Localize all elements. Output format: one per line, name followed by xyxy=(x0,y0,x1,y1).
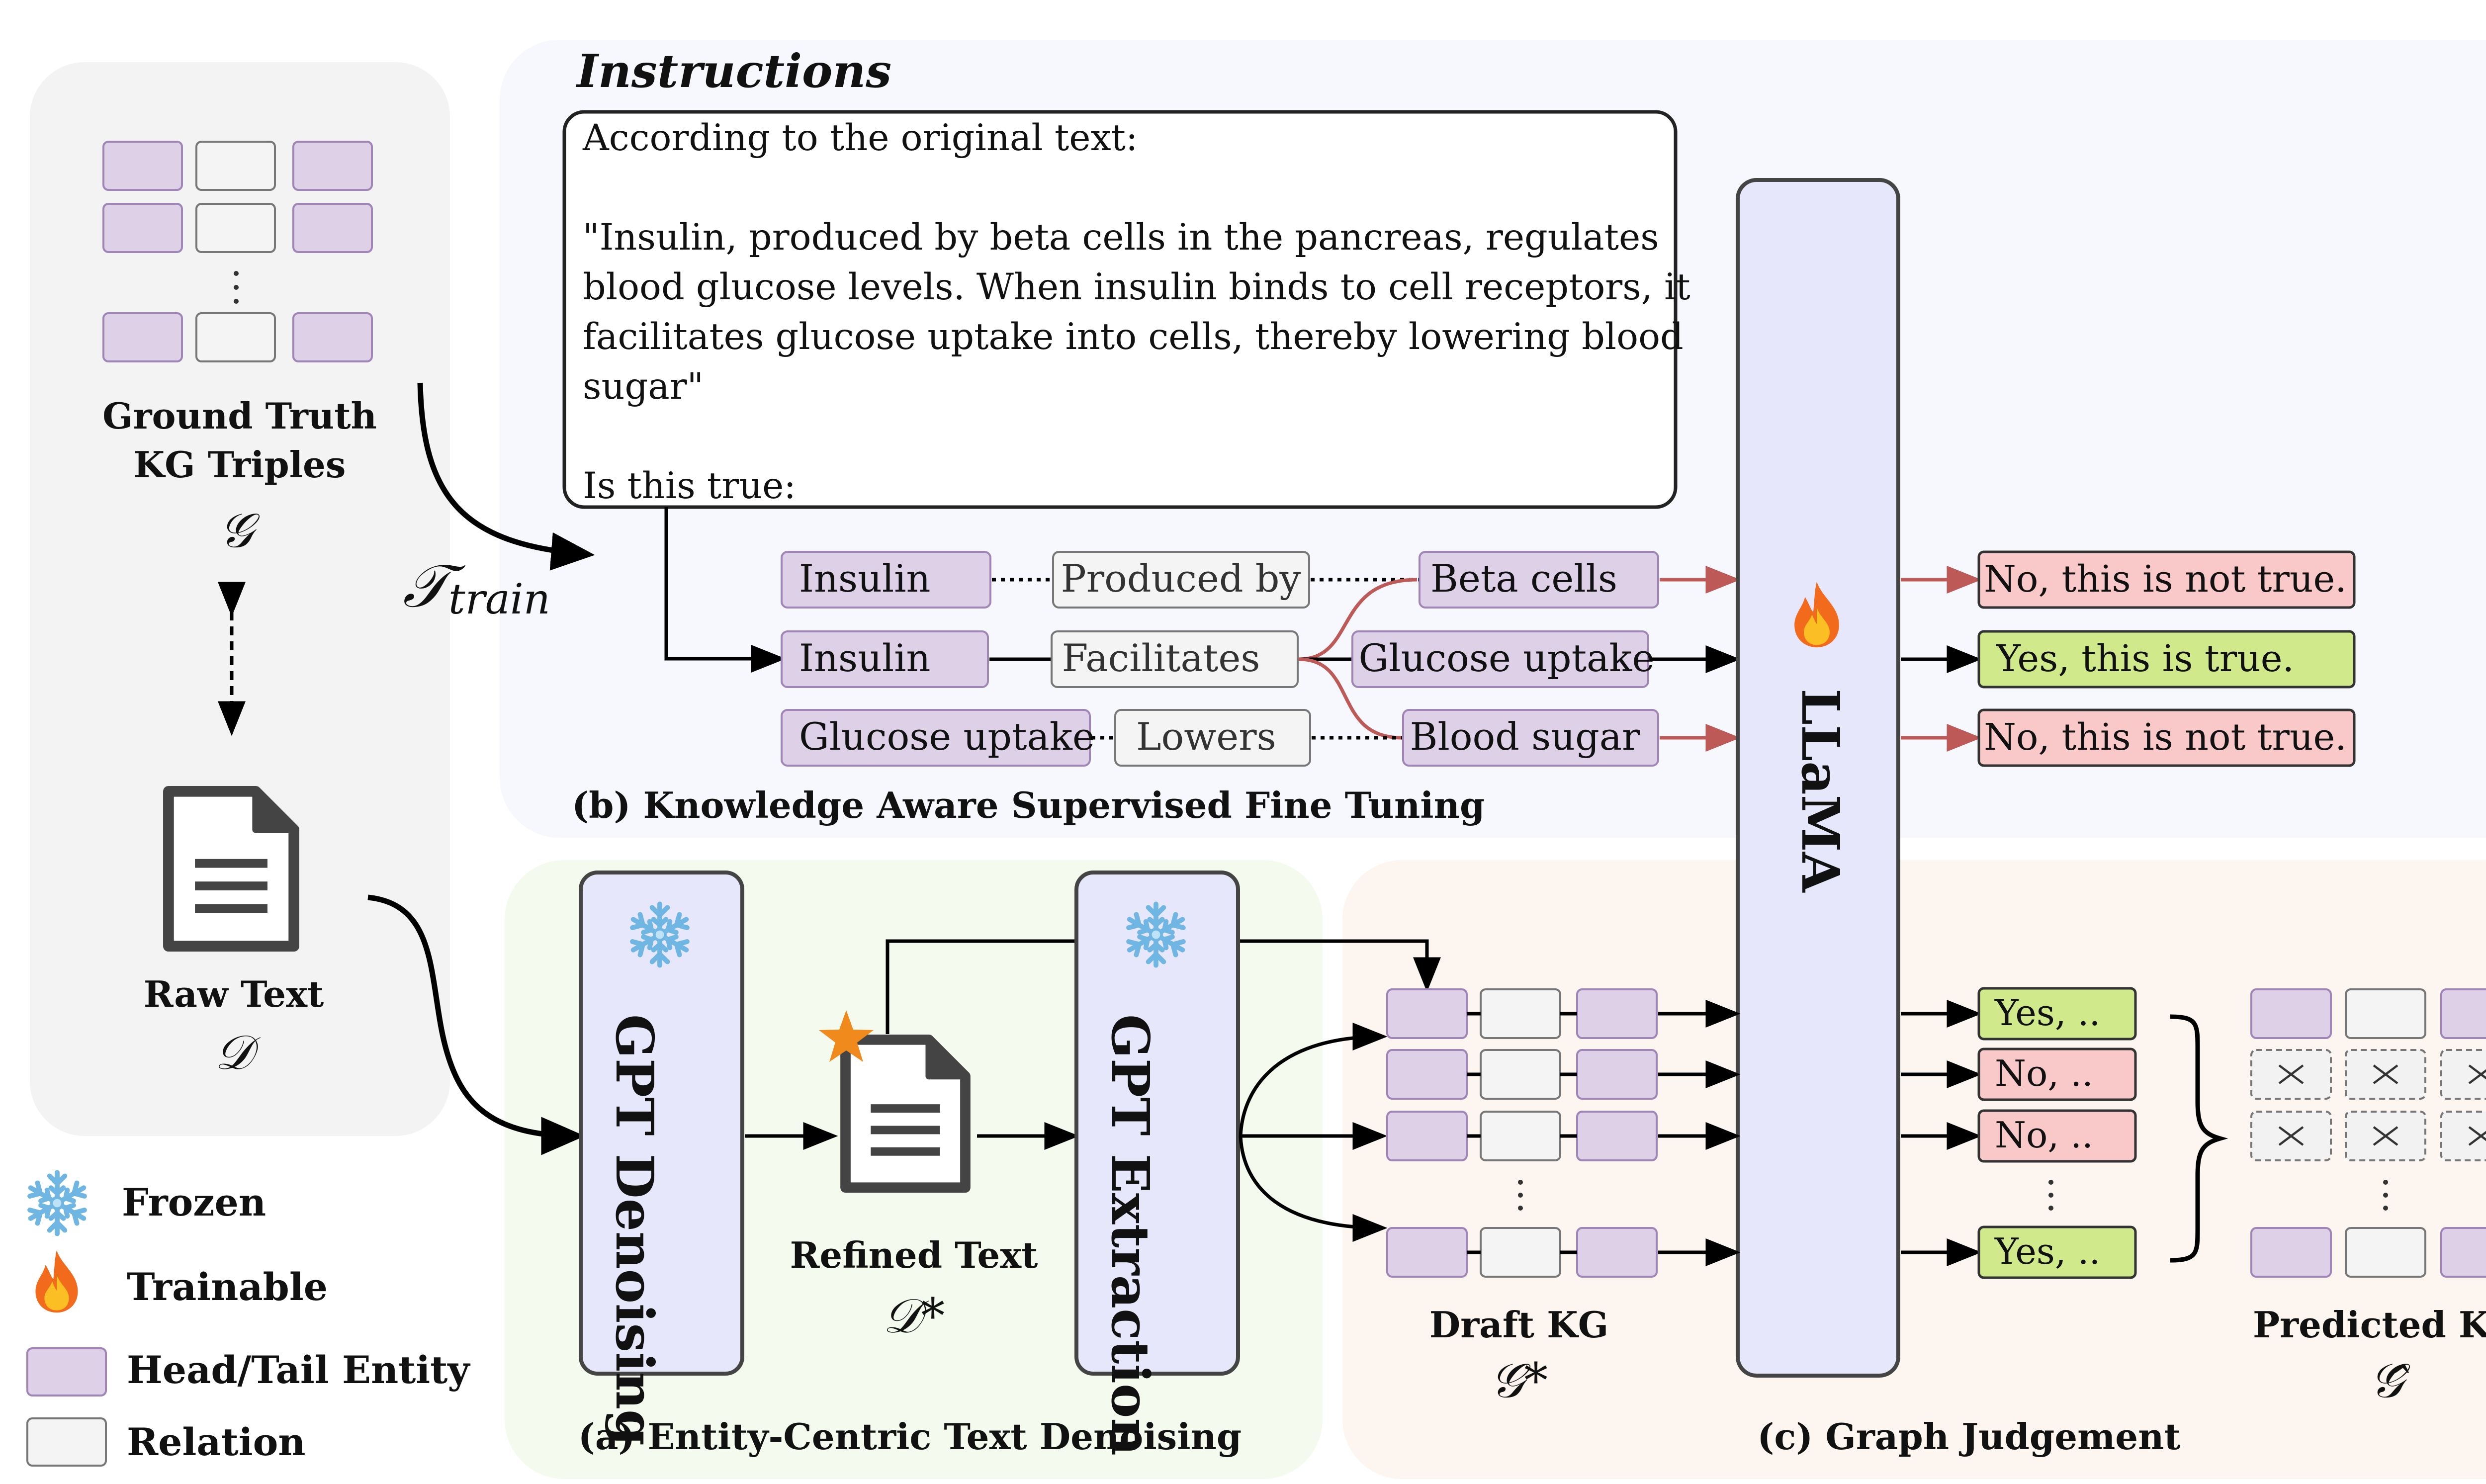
ground-truth-label-1: Ground Truth xyxy=(102,395,377,437)
svg-text:Glucose uptake: Glucose uptake xyxy=(799,714,1095,759)
refined-text-document-icon xyxy=(846,1040,966,1187)
gpt-extraction-label: GPT Extraction xyxy=(1100,1014,1161,1456)
train-arrow xyxy=(417,382,595,571)
raw-to-denoising-arrow xyxy=(367,894,585,1155)
instruction-box xyxy=(562,110,1678,509)
svg-text:Yes, ..: Yes, .. xyxy=(1994,992,2100,1034)
gpt-extraction-box xyxy=(1074,871,1240,1376)
svg-text:Facilitates: Facilitates xyxy=(1062,636,1260,680)
judgement-result-1: Yes, .. xyxy=(1977,987,2137,1041)
instructions-title: Instructions xyxy=(575,44,891,98)
svg-text:Trainable: Trainable xyxy=(127,1265,328,1309)
judgement-caption: (c) Graph Judgement xyxy=(1757,1415,2180,1458)
judgement-result-2: No, .. xyxy=(1977,1048,2137,1101)
svg-text:Beta cells: Beta cells xyxy=(1430,556,1617,601)
svg-text:No, this is not true.: No, this is not true. xyxy=(1984,716,2347,759)
entity-swatch xyxy=(26,1347,107,1397)
svg-text:Yes, ..: Yes, .. xyxy=(1994,1230,2100,1272)
svg-text:Head/Tail Entity: Head/Tail Entity xyxy=(127,1348,470,1392)
extraction-fan-arrows xyxy=(1239,1023,1388,1242)
denoising-caption: (a) Entity-Centric Text Denoising xyxy=(578,1415,1242,1458)
flame-icon xyxy=(35,1250,78,1313)
draft-to-llama-arrows xyxy=(1658,1000,1741,1266)
legend: Frozen Trainable Head/Tail Entity Relati… xyxy=(26,1172,470,1467)
sft-triple-1: Insulin Produced by Beta cells xyxy=(781,551,1659,609)
refined-text-symbol: 𝒟* xyxy=(883,1288,945,1344)
result-brace xyxy=(2170,1014,2228,1263)
svg-text:Yes, this is true.: Yes, this is true. xyxy=(1996,637,2294,680)
svg-text:Lowers: Lowers xyxy=(1136,714,1276,759)
svg-text:Insulin: Insulin xyxy=(799,556,930,601)
sft-answer-1: No, this is not true. xyxy=(1977,550,2356,609)
ground-truth-symbol: 𝒢 xyxy=(219,503,260,558)
svg-text:Blood sugar: Blood sugar xyxy=(1410,714,1640,759)
llama-label: LLaMA xyxy=(1790,689,1851,893)
sft-answer-2: Yes, this is true. xyxy=(1977,630,2356,689)
instruction-connector xyxy=(664,507,786,673)
instruction-text: According to the original text: "Insulin… xyxy=(582,117,1702,507)
predicted-kg xyxy=(2250,988,2486,1278)
sft-triple-2: Insulin Facilitates Glucose uptake xyxy=(781,578,1655,740)
result-ellipsis xyxy=(2048,1180,2053,1211)
svg-text:No, ..: No, .. xyxy=(1995,1052,2093,1094)
predicted-kg-symbol: 𝒢̂ xyxy=(2370,1353,2410,1408)
llama-to-result-arrows xyxy=(1901,1000,1982,1266)
llama-model xyxy=(1736,178,1900,1378)
relation-swatch xyxy=(26,1417,107,1467)
refined-text-label: Refined Text xyxy=(790,1234,1038,1276)
gpt-denoising-label: GPT Denoising xyxy=(604,1014,665,1446)
sft-answer-3: No, this is not true. xyxy=(1977,708,2356,767)
star-icon xyxy=(819,1010,874,1062)
svg-text:Produced by: Produced by xyxy=(1061,556,1301,601)
draft-kg-label: Draft KG xyxy=(1429,1304,1608,1346)
sft-caption: (b) Knowledge Aware Supervised Fine Tuni… xyxy=(572,784,1485,826)
raw-text-document-icon xyxy=(169,791,294,946)
ground-truth-label-2: KG Triples xyxy=(134,443,346,486)
svg-text:No, this is not true.: No, this is not true. xyxy=(1984,558,2347,601)
draft-kg xyxy=(1386,988,1658,1278)
svg-text:Relation: Relation xyxy=(127,1420,306,1464)
snowflake-icon xyxy=(27,1172,88,1233)
gpt-denoising-box xyxy=(579,871,744,1376)
judgement-result-4: Yes, .. xyxy=(1977,1225,2137,1279)
ground-truth-triples xyxy=(102,141,373,362)
raw-text-label: Raw Text xyxy=(144,973,324,1015)
svg-text:Insulin: Insulin xyxy=(799,636,930,680)
judgement-result-3: No, .. xyxy=(1977,1109,2137,1163)
draft-kg-symbol: 𝒢* xyxy=(1490,1353,1548,1408)
svg-text:Glucose uptake: Glucose uptake xyxy=(1359,636,1655,680)
svg-text:No, ..: No, .. xyxy=(1995,1114,2093,1156)
predicted-kg-label: Predicted KG xyxy=(2253,1304,2486,1346)
sft-triple-3: Glucose uptake Lowers Blood sugar xyxy=(781,709,1659,767)
svg-text:Frozen: Frozen xyxy=(122,1180,266,1224)
